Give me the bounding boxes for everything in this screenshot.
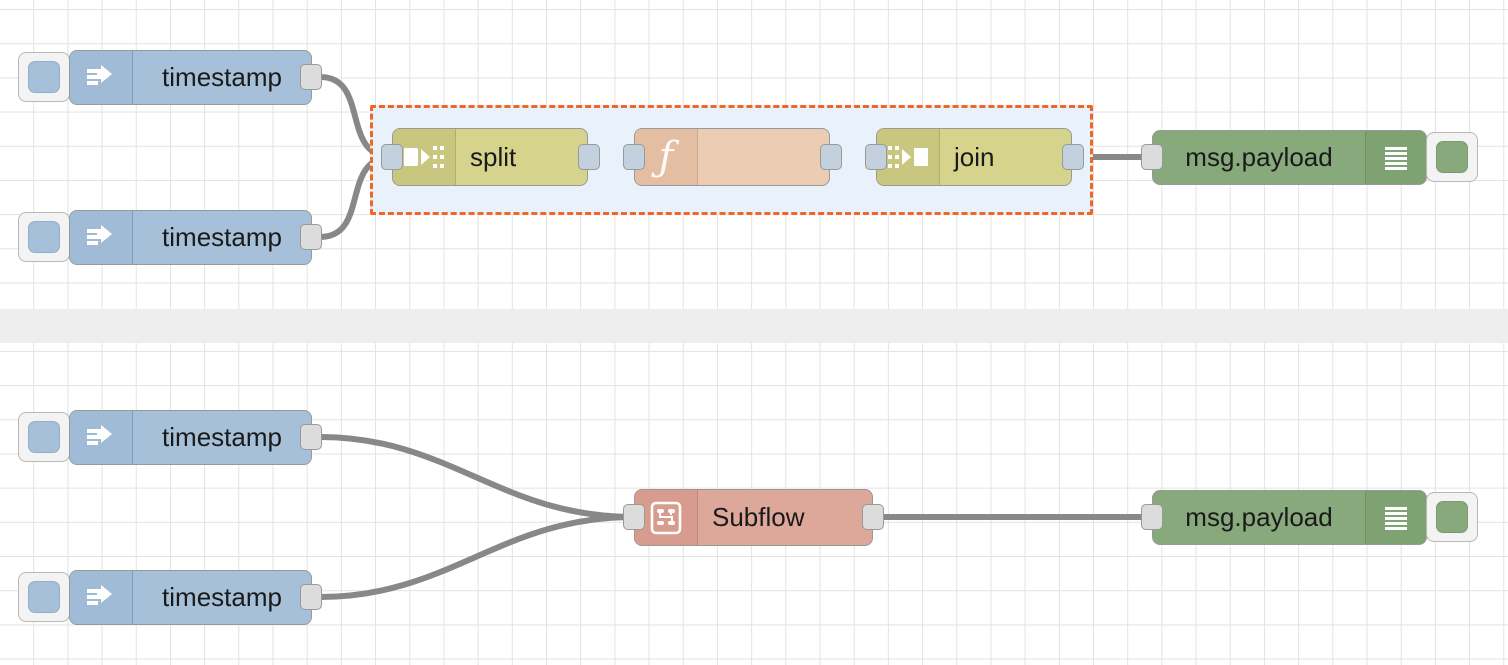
inject-2-node[interactable]: timestamp — [69, 210, 312, 265]
inject-4-label: timestamp — [162, 582, 282, 612]
wire-inject3-to-subflow — [317, 434, 637, 520]
function-node-label — [698, 129, 829, 185]
inject-4-knob — [28, 581, 60, 613]
inject-4-output-port[interactable] — [300, 584, 322, 610]
split-node[interactable]: split — [392, 128, 588, 186]
subflow-node-label: Subflow — [712, 502, 805, 532]
debug-2-node[interactable]: msg.payload — [1152, 490, 1427, 545]
inject-1-label: timestamp — [162, 62, 282, 92]
debug-1-input-port[interactable] — [1141, 144, 1163, 170]
debug-1-status-knob — [1436, 141, 1468, 173]
inject-1-output-port[interactable] — [300, 64, 322, 90]
inject-arrow-icon — [70, 411, 133, 464]
inject-1-node[interactable]: timestamp — [69, 50, 312, 105]
inject-3-label: timestamp — [162, 422, 282, 452]
function-node[interactable]: ƒ — [634, 128, 830, 186]
inject-1-button[interactable] — [18, 52, 70, 102]
join-icon — [877, 129, 940, 185]
join-node-label: join — [954, 141, 995, 172]
inject-3-node[interactable]: timestamp — [69, 410, 312, 465]
inject-1-knob — [28, 61, 60, 93]
function-f-glyph: ƒ — [658, 134, 674, 180]
flow-divider-band — [0, 309, 1508, 343]
subflow-node[interactable]: Subflow — [634, 489, 873, 546]
inject-4-button[interactable] — [18, 572, 70, 622]
function-node-output-port[interactable] — [820, 144, 842, 170]
subflow-icon — [635, 490, 698, 545]
inject-3-knob — [28, 421, 60, 453]
debug-2-toggle-button[interactable] — [1426, 492, 1478, 542]
debug-2-input-port[interactable] — [1141, 504, 1163, 530]
debug-1-label: msg.payload — [1185, 142, 1333, 172]
inject-arrow-icon — [70, 571, 133, 624]
split-node-output-port[interactable] — [578, 144, 600, 170]
split-node-input-port[interactable] — [381, 144, 403, 170]
join-node-output-port[interactable] — [1062, 144, 1084, 170]
join-node-input-port[interactable] — [865, 144, 887, 170]
join-node[interactable]: join — [876, 128, 1072, 186]
debug-2-label: msg.payload — [1185, 502, 1333, 532]
inject-2-knob — [28, 221, 60, 253]
function-node-input-port[interactable] — [623, 144, 645, 170]
debug-1-toggle-button[interactable] — [1426, 132, 1478, 182]
inject-2-output-port[interactable] — [300, 224, 322, 250]
inject-arrow-icon — [70, 51, 133, 104]
debug-lines-icon — [1365, 491, 1426, 544]
subflow-node-output-port[interactable] — [862, 504, 884, 530]
debug-lines-icon — [1365, 131, 1426, 184]
inject-2-label: timestamp — [162, 222, 282, 252]
subflow-node-input-port[interactable] — [623, 504, 645, 530]
wire-inject4-to-subflow — [317, 514, 637, 600]
debug-2-status-knob — [1436, 501, 1468, 533]
inject-3-output-port[interactable] — [300, 424, 322, 450]
inject-arrow-icon — [70, 211, 133, 264]
inject-3-button[interactable] — [18, 412, 70, 462]
inject-2-button[interactable] — [18, 212, 70, 262]
function-f-icon: ƒ — [635, 129, 698, 185]
split-node-label: split — [470, 141, 517, 172]
split-icon — [393, 129, 456, 185]
debug-1-node[interactable]: msg.payload — [1152, 130, 1427, 185]
inject-4-node[interactable]: timestamp — [69, 570, 312, 625]
